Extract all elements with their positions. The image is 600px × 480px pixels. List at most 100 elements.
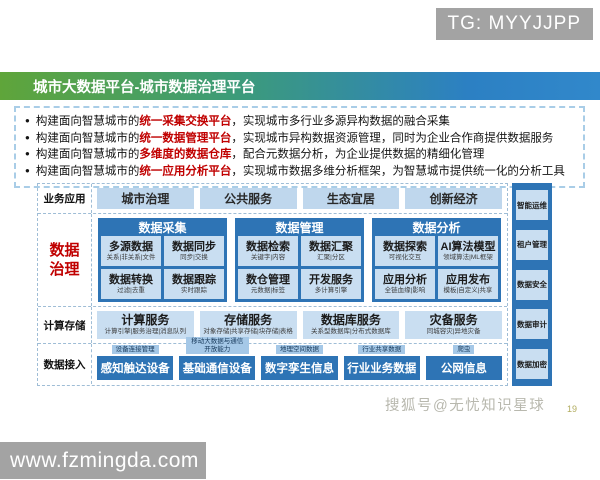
service-box: 数据库服务关系型数据库|分布式数据库	[302, 311, 400, 339]
service-title: 计算服务	[121, 313, 170, 327]
app-box: 生态宜居	[302, 188, 400, 209]
sohu-watermark: 搜狐号@无忧知识星球	[385, 398, 546, 414]
access-box: 基础通信设备	[179, 356, 256, 380]
app-box: 城市治理	[97, 188, 194, 209]
service-subtitle: 关系型数据库|分布式数据库	[311, 328, 391, 335]
bullet-item: 构建面向智慧城市的统一应用分析平台，实现城市数据多维分析框架，为智慧城市提供统一…	[25, 163, 574, 180]
group-title: 数据管理	[275, 221, 324, 235]
capability-cell: 数据探索可视化交互	[375, 236, 435, 266]
access-box: 感知触达设备	[97, 356, 174, 380]
access-source: 爬虫公网信息	[425, 344, 503, 383]
service-box: 计算服务计算引擎|服务治理|消息队列	[97, 311, 194, 339]
bullet-highlight: 多维度的数据仓库	[139, 148, 232, 161]
cell-subtitle: 模板|自定义|共享	[443, 286, 493, 294]
service-title: 存储服务	[224, 313, 273, 327]
service-subtitle: 对象存储|共享存储|块存储|表格	[203, 328, 293, 335]
summary-bullet-panel: 构建面向智慧城市的统一采集交换平台，实现城市多行业多源异构数据的融合采集 构建面…	[14, 106, 585, 188]
business-apps-content: 城市治理 公共服务 生态宜居 创新经济	[92, 184, 507, 213]
access-tag: 地理空间数据	[276, 344, 323, 354]
layer-label-compute: 计算存储	[38, 307, 92, 343]
bullet-highlight: 统一采集交换平台	[139, 115, 232, 128]
cell-subtitle: 同步|交换	[180, 253, 208, 261]
sidebar-item: 数据加密	[516, 349, 548, 379]
page-number: 19	[567, 404, 578, 414]
bullet-item: 构建面向智慧城市的统一采集交换平台，实现城市多行业多源异构数据的融合采集	[25, 113, 574, 130]
layer-label-governance: 数据治理	[38, 214, 92, 306]
layer-data-governance: 数据治理 数据采集 多源数据关系|非关系|文件 数据同步同步|交换 数据转换过滤…	[38, 213, 507, 306]
ops-security-sidebar: 智能运维 租户管理 数据安全 数据审计 数据加密	[512, 183, 552, 386]
bullet-text: ，实现城市异构数据资源管理，同时为企业合作商提供数据服务	[231, 132, 554, 144]
sidebar-item: 数据审计	[516, 309, 548, 340]
cell-title: 应用发布	[446, 273, 490, 286]
group-data-analysis: 数据分析 数据探索可视化交互 AI算法模型领域算法|ML框架 应用分析全链血缘|…	[372, 218, 501, 302]
bullet-highlight: 统一数据管理平台	[139, 132, 232, 144]
layer-label-business: 业务应用	[38, 184, 92, 213]
cell-title: 数据同步	[172, 240, 216, 253]
cell-subtitle: 全链血缘|影响	[384, 286, 426, 294]
cell-title: 数仓管理	[246, 273, 290, 286]
cell-title: 数据跟踪	[172, 273, 216, 286]
app-box: 公共服务	[199, 188, 297, 209]
access-source: 地理空间数据数字孪生信息	[261, 344, 338, 383]
group-grid: 数据探索可视化交互 AI算法模型领域算法|ML框架 应用分析全链血缘|影响 应用…	[375, 236, 498, 299]
capability-cell: 数仓管理元数据|标签	[238, 269, 298, 299]
capability-cell: 数据跟踪实时跟踪	[164, 269, 224, 299]
bullet-text: 构建面向智慧城市的	[35, 148, 140, 161]
cell-subtitle: 领域算法|ML框架	[443, 253, 493, 261]
app-box: 创新经济	[405, 188, 502, 209]
service-title: 灾备服务	[429, 313, 478, 327]
cell-title: 数据汇聚	[309, 240, 353, 253]
cell-subtitle: 多计算引擎	[314, 286, 348, 294]
bullet-text: ，实现城市数据多维分析框架，为智慧城市提供统一化的分析工具	[231, 165, 565, 177]
service-subtitle: 同城容灾|异地灾备	[426, 328, 481, 335]
access-content: 设备连接管理感知触达设备 移动大数据与通信开放能力基础通信设备 地理空间数据数字…	[92, 337, 507, 384]
capability-cell: 数据转换过滤|去重	[101, 269, 161, 299]
capability-cell: 数据汇聚汇聚|分区	[301, 236, 361, 266]
governance-label-text: 数据治理	[49, 242, 80, 278]
access-tag: 移动大数据与通信开放能力	[186, 337, 249, 354]
cell-title: AI算法模型	[440, 240, 496, 253]
cell-title: 数据转换	[109, 273, 153, 286]
cell-title: 应用分析	[383, 273, 427, 286]
capability-cell: AI算法模型领域算法|ML框架	[438, 236, 498, 266]
bullet-text: ，实现城市多行业多源异构数据的融合采集	[231, 115, 450, 128]
cell-title: 数据检索	[246, 240, 290, 253]
access-tag: 设备连接管理	[111, 344, 159, 354]
service-box: 存储服务对象存储|共享存储|块存储|表格	[199, 311, 297, 339]
capability-cell: 开发服务多计算引擎	[301, 269, 361, 299]
sidebar-item: 智能运维	[516, 190, 548, 220]
cell-subtitle: 过滤|去重	[117, 286, 145, 294]
page-title: 城市大数据平台-城市数据治理平台	[33, 79, 256, 96]
group-title: 数据分析	[412, 221, 461, 235]
layer-compute-storage: 计算存储 计算服务计算引擎|服务治理|消息队列 存储服务对象存储|共享存储|块存…	[38, 306, 507, 343]
sidebar-item: 数据安全	[516, 269, 548, 300]
group-grid: 多源数据关系|非关系|文件 数据同步同步|交换 数据转换过滤|去重 数据跟踪实时…	[101, 236, 224, 299]
access-source: 设备连接管理感知触达设备	[97, 344, 174, 383]
capability-cell: 应用分析全链血缘|影响	[375, 269, 435, 299]
site-watermark: www.fzmingda.com	[0, 442, 206, 479]
group-data-management: 数据管理 数据检索关键字|内容 数据汇聚汇聚|分区 数仓管理元数据|标签 开发服…	[235, 218, 364, 302]
bullet-item: 构建面向智慧城市的统一数据管理平台，实现城市异构数据资源管理，同时为企业合作商提…	[25, 130, 574, 147]
layer-business-apps: 业务应用 城市治理 公共服务 生态宜居 创新经济	[38, 184, 507, 213]
bullet-highlight: 统一应用分析平台	[139, 165, 232, 177]
tg-watermark: TG: MYYJJPP	[435, 8, 593, 40]
cell-title: 开发服务	[309, 273, 353, 286]
capability-cell: 多源数据关系|非关系|文件	[101, 236, 161, 266]
access-box: 数字孪生信息	[261, 356, 338, 380]
access-box: 公网信息	[425, 356, 503, 380]
access-source: 行业共享数据行业业务数据	[343, 344, 420, 383]
access-tag: 行业共享数据	[358, 344, 406, 354]
cell-title: 多源数据	[109, 240, 153, 253]
layer-data-access: 数据接入 设备连接管理感知触达设备 移动大数据与通信开放能力基础通信设备 地理空…	[38, 337, 507, 384]
cell-subtitle: 实时跟踪	[181, 286, 207, 294]
cell-subtitle: 可视化交互	[388, 253, 422, 261]
capability-cell: 数据同步同步|交换	[164, 236, 224, 266]
service-subtitle: 计算引擎|服务治理|消息队列	[104, 328, 187, 335]
cell-subtitle: 关键字|内容	[250, 253, 286, 261]
cell-title: 数据探索	[383, 240, 427, 253]
bullet-text: 构建面向智慧城市的	[35, 132, 140, 144]
service-title: 数据库服务	[320, 313, 381, 327]
bullet-text: 构建面向智慧城市的	[35, 165, 140, 177]
layer-label-access: 数据接入	[38, 344, 92, 384]
